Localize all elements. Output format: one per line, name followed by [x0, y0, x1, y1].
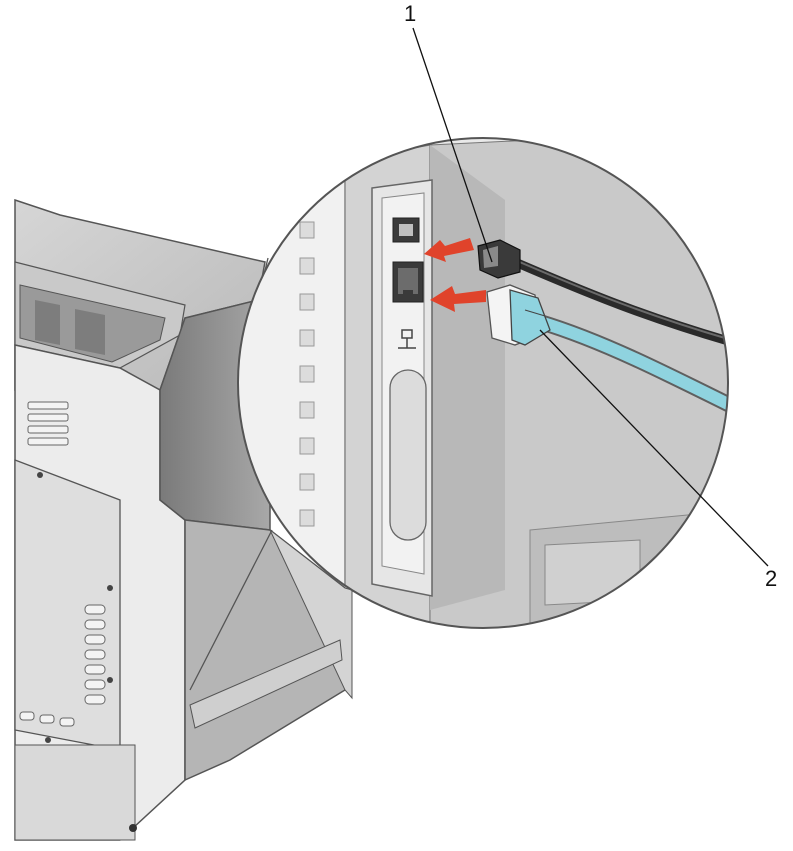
callout-2-leader [539, 329, 769, 567]
vent-slots [19, 401, 106, 727]
rear-panel [14, 459, 121, 751]
callout-leaders [412, 27, 769, 567]
ethernet-port [392, 261, 424, 303]
network-icon [398, 329, 416, 349]
callout-label-1: 1 [404, 1, 417, 26]
usb-port [392, 217, 420, 243]
insert-arrows [424, 238, 486, 312]
ethernet-cable [486, 284, 728, 428]
ethernet-insert-arrow [430, 286, 486, 312]
callout-label-2: 2 [765, 566, 778, 591]
usb-insert-arrow [424, 238, 474, 262]
option-slot [389, 369, 427, 541]
zoom-detail [237, 137, 729, 629]
usb-cable [477, 239, 728, 355]
callout-1-leader [412, 27, 493, 263]
